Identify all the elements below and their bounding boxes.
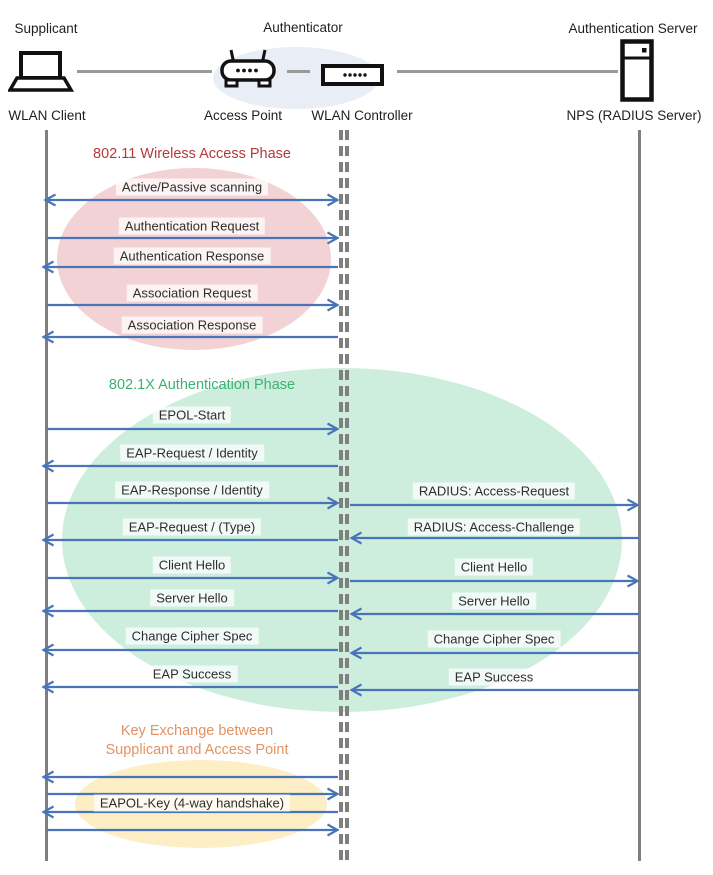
laptop-icon	[8, 51, 74, 92]
phase3-title: Key Exchange between Supplicant and Acce…	[106, 722, 289, 760]
lifeline-nps-server	[638, 130, 641, 861]
lifeline-wlan-controller-dashed	[339, 130, 343, 861]
lifeline-wlan-controller-dashed	[345, 130, 349, 861]
access-point-icon	[220, 49, 276, 88]
device-label-wlan-client: WLAN Client	[8, 108, 86, 123]
role-label-supplicant: Supplicant	[14, 21, 78, 36]
phase2-title: 802.1X Authentication Phase	[108, 377, 296, 393]
device-connector-dash	[287, 70, 310, 73]
device-connector-line	[397, 70, 618, 73]
device-connector-line	[77, 70, 212, 73]
device-label-nps-radius-server: NPS (RADIUS Server)	[566, 108, 702, 123]
device-label-access-point: Access Point	[203, 108, 283, 123]
role-label-authenticator: Authenticator	[263, 20, 343, 35]
phase1-title: 802.11 Wireless Access Phase	[93, 146, 291, 162]
phase3-title-line2: Supplicant and Access Point	[105, 742, 289, 758]
wlan-controller-icon	[321, 64, 384, 86]
server-icon	[620, 39, 654, 102]
role-label-authentication-server: Authentication Server	[568, 21, 698, 36]
lifeline-wlan-client	[45, 130, 48, 861]
phase3-title-line1: Key Exchange between	[120, 723, 274, 739]
device-label-wlan-controller: WLAN Controller	[311, 108, 413, 123]
